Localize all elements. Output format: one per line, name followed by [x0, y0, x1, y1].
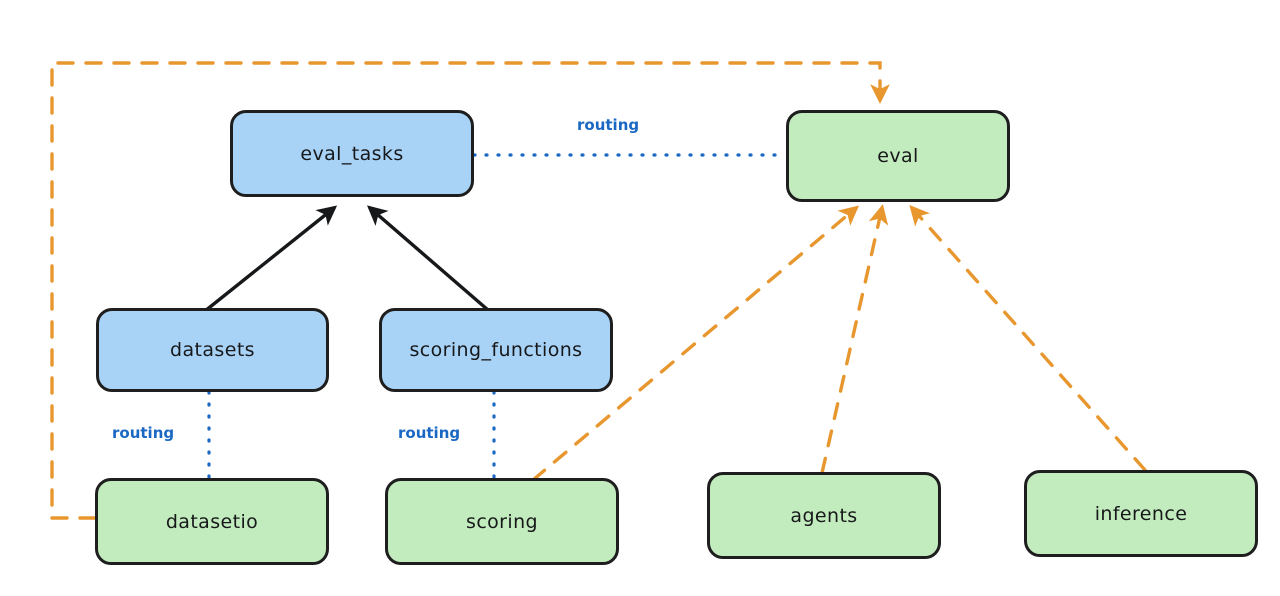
edge-datasets-to-eval-tasks	[203, 205, 338, 313]
node-inference[interactable]: inference	[1024, 470, 1258, 557]
node-datasetio-label: datasetio	[165, 510, 259, 533]
node-inference-label: inference	[1094, 502, 1188, 525]
node-agents-label: agents	[790, 504, 858, 527]
edge-inference-to-eval	[909, 205, 1147, 472]
node-eval-tasks[interactable]: eval_tasks	[230, 110, 474, 197]
edge-label-routing-eval: routing	[577, 116, 640, 134]
node-eval-label: eval	[877, 145, 919, 167]
node-agents[interactable]: agents	[707, 472, 941, 559]
node-eval-tasks-label: eval_tasks	[300, 142, 404, 165]
edge-agents-to-eval	[820, 204, 889, 475]
edge-label-routing-datasetio: routing	[112, 424, 175, 442]
node-datasetio[interactable]: datasetio	[95, 478, 329, 565]
node-eval[interactable]: eval	[786, 110, 1010, 202]
edge-label-routing-scoring: routing	[398, 424, 461, 442]
edge-datasetio-to-eval	[50, 61, 890, 520]
node-scoring-functions-label: scoring_functions	[409, 339, 583, 361]
node-datasets-label: datasets	[170, 339, 255, 361]
node-scoring[interactable]: scoring	[385, 478, 619, 565]
edge-scoring-functions-to-eval-tasks	[366, 205, 490, 312]
edge-scoring-to-eval	[531, 205, 860, 482]
node-scoring-functions[interactable]: scoring_functions	[379, 308, 613, 392]
node-datasets[interactable]: datasets	[96, 308, 329, 392]
node-scoring-label: scoring	[466, 510, 538, 533]
